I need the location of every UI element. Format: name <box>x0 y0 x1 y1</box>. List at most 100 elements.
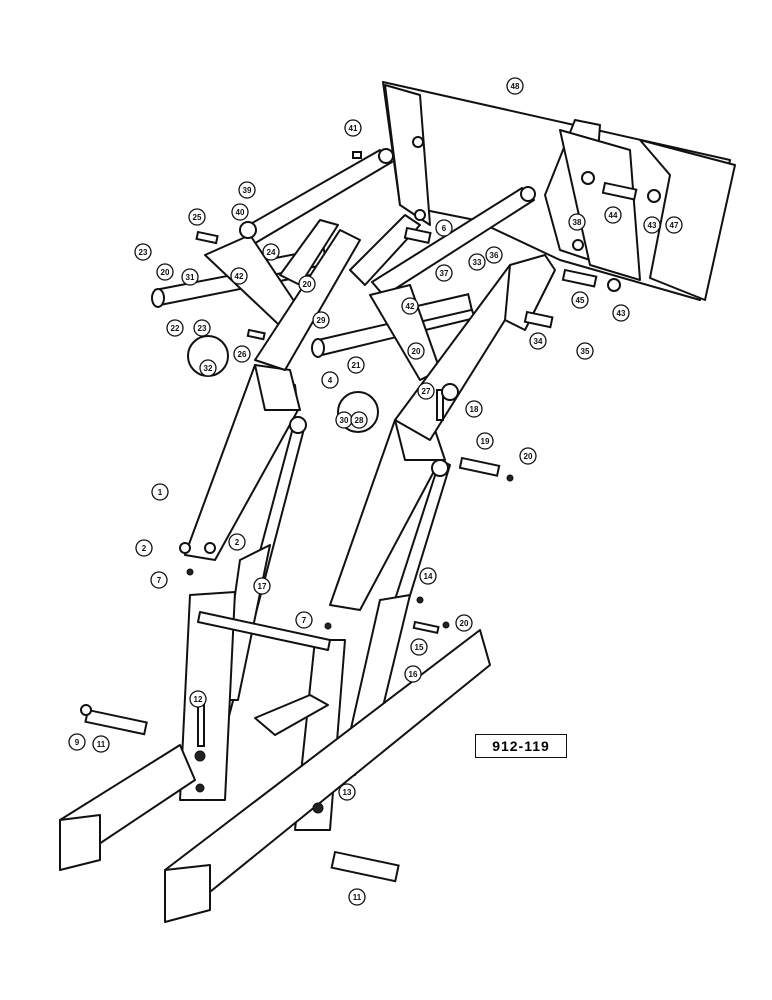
callout-circle <box>262 243 280 261</box>
callout-circle <box>189 690 207 708</box>
callout-number: 43 <box>617 309 626 318</box>
callout-number: 37 <box>440 269 449 278</box>
callout-6: 6 <box>435 219 453 237</box>
callout-number: 42 <box>406 302 415 311</box>
callout-number: 2 <box>142 544 147 553</box>
bucket <box>382 81 736 301</box>
callout-number: 23 <box>139 248 148 257</box>
callout-number: 12 <box>194 695 203 704</box>
callout-number: 29 <box>317 316 326 325</box>
callout-27: 27 <box>417 382 435 400</box>
callout-number: 28 <box>355 416 364 425</box>
callout-circle <box>231 203 249 221</box>
callout-number: 43 <box>648 221 657 230</box>
figure-code-label: 912-119 <box>475 734 567 758</box>
callout-number: 40 <box>236 208 245 217</box>
callout-circle <box>166 319 184 337</box>
callout-number: 42 <box>235 272 244 281</box>
callout-number: 39 <box>243 186 252 195</box>
callout-number: 20 <box>460 619 469 628</box>
callout-number: 20 <box>303 280 312 289</box>
callout-43: 43 <box>643 216 661 234</box>
callout-31: 31 <box>181 268 199 286</box>
callout-number: 41 <box>349 124 358 133</box>
callout-43: 43 <box>612 304 630 322</box>
callout-circle <box>506 77 524 95</box>
callout-circle <box>435 219 453 237</box>
callout-48: 48 <box>506 77 524 95</box>
callout-number: 31 <box>186 273 195 282</box>
callout-circle <box>465 400 483 418</box>
callout-circle <box>612 304 630 322</box>
callout-circle <box>238 181 256 199</box>
callout-number: 38 <box>573 218 582 227</box>
callout-32: 32 <box>199 359 217 377</box>
callout-25: 25 <box>188 208 206 226</box>
callout-7: 7 <box>150 571 168 589</box>
callout-number: 1 <box>158 488 163 497</box>
callout-circle <box>401 297 419 315</box>
callout-2: 2 <box>135 539 153 557</box>
callout-circle <box>253 577 271 595</box>
callout-number: 6 <box>442 224 447 233</box>
callout-number: 18 <box>470 405 479 414</box>
callout-circle <box>665 216 683 234</box>
callout-33: 33 <box>468 253 486 271</box>
callout-circle <box>134 243 152 261</box>
callout-circle <box>68 733 86 751</box>
callout-37: 37 <box>435 264 453 282</box>
callout-number: 20 <box>412 347 421 356</box>
callout-20: 20 <box>519 447 537 465</box>
callout-number: 27 <box>422 387 431 396</box>
callout-20: 20 <box>407 342 425 360</box>
callout-circle <box>344 119 362 137</box>
callout-24: 24 <box>262 243 280 261</box>
callout-circle <box>468 253 486 271</box>
callout-2: 2 <box>228 533 246 551</box>
callout-circle <box>407 342 425 360</box>
callout-circle <box>193 319 211 337</box>
callout-circle <box>92 735 110 753</box>
callout-number: 44 <box>609 211 618 220</box>
callout-28: 28 <box>350 411 368 429</box>
callout-number: 21 <box>352 361 361 370</box>
callout-45: 45 <box>571 291 589 309</box>
callout-number: 32 <box>204 364 213 373</box>
callout-circle <box>228 533 246 551</box>
callout-circle <box>312 311 330 329</box>
callout-number: 36 <box>490 251 499 260</box>
callout-circle <box>151 483 169 501</box>
callout-41: 41 <box>344 119 362 137</box>
callout-number: 17 <box>258 582 267 591</box>
callout-17: 17 <box>253 577 271 595</box>
callout-number: 33 <box>473 258 482 267</box>
callout-11: 11 <box>348 888 366 906</box>
callout-circle <box>519 447 537 465</box>
callout-20: 20 <box>156 263 174 281</box>
callout-47: 47 <box>665 216 683 234</box>
callout-circle <box>338 783 356 801</box>
callout-9: 9 <box>68 733 86 751</box>
callout-circle <box>233 345 251 363</box>
callout-number: 35 <box>581 347 590 356</box>
callout-23: 23 <box>134 243 152 261</box>
callout-number: 24 <box>267 248 276 257</box>
callout-23: 23 <box>193 319 211 337</box>
callout-42: 42 <box>401 297 419 315</box>
callout-circle <box>135 539 153 557</box>
callout-19: 19 <box>476 432 494 450</box>
callout-14: 14 <box>419 567 437 585</box>
callout-26: 26 <box>233 345 251 363</box>
frame <box>59 591 491 923</box>
callout-21: 21 <box>347 356 365 374</box>
callout-40: 40 <box>231 203 249 221</box>
callout-number: 15 <box>415 643 424 652</box>
callout-circle <box>417 382 435 400</box>
callout-layer: 48 41 39 25 40 23 20 31 42 24 20 2 2 23 26 32 6 36 33 37 42 2… <box>68 77 683 906</box>
callout-number: 20 <box>524 452 533 461</box>
callout-7: 7 <box>295 611 313 629</box>
callout-13: 13 <box>338 783 356 801</box>
callout-circle <box>604 206 622 224</box>
callout-number: 9 <box>75 738 80 747</box>
